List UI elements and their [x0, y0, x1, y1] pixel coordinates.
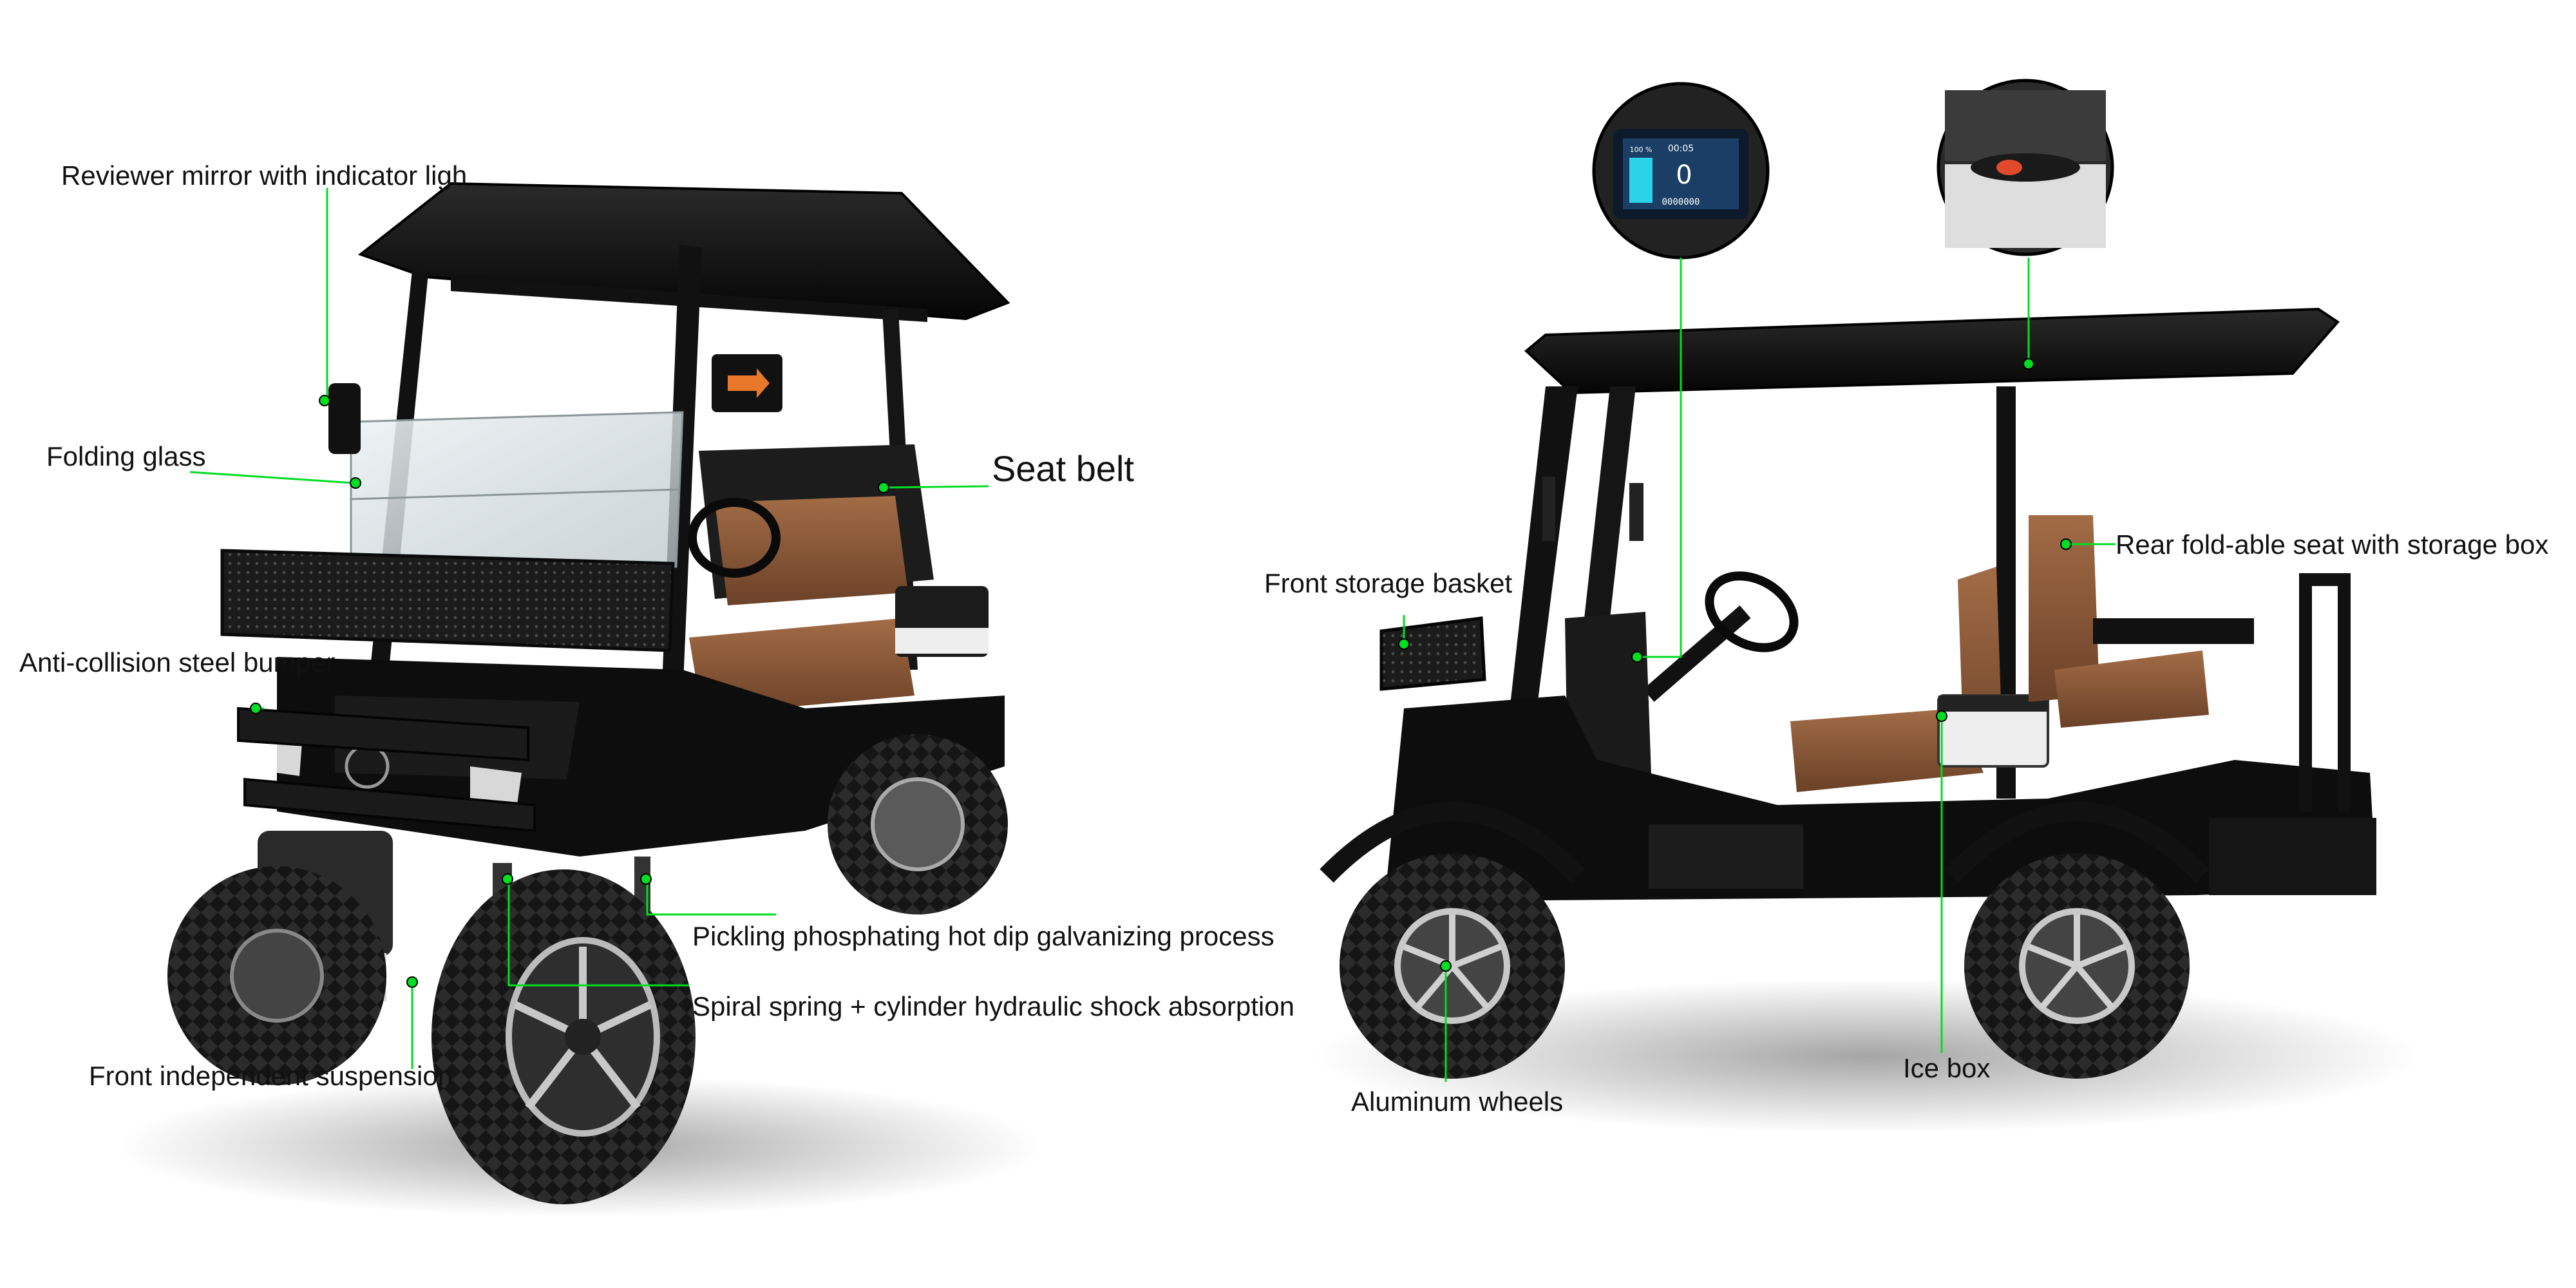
- label-front-suspension: Front independent suspension: [89, 1061, 453, 1091]
- label-folding-glass: Folding glass: [46, 441, 206, 471]
- display-odometer: 0000000: [1662, 197, 1700, 207]
- folding-glass-panel: [350, 411, 684, 581]
- label-pickling: Pickling phosphating hot dip galvanizing…: [692, 921, 1274, 951]
- display-inset: 00:05 0 100 % 0000000: [1592, 82, 1770, 260]
- label-bumper: Anti-collision steel bumper: [19, 647, 336, 677]
- label-rear-seat: Rear fold-able seat with storage box: [2116, 529, 2549, 560]
- label-front-basket: Front storage basket: [1264, 568, 1513, 598]
- display-time: 00:05: [1668, 144, 1694, 154]
- display-battery: 100 %: [1630, 146, 1653, 154]
- rear-seat: [2029, 515, 2099, 702]
- label-seat-belt: Seat belt: [992, 448, 1135, 489]
- display-speed: 0: [1676, 160, 1692, 190]
- callout-lines: [189, 188, 2116, 1082]
- side-view-cart: [1314, 307, 2421, 1133]
- callout-dots: [250, 358, 2072, 988]
- front-view-cart: [116, 182, 1043, 1217]
- front-basket: [220, 549, 675, 652]
- label-ice-box: Ice box: [1903, 1053, 1991, 1083]
- label-aluminum-wheels: Aluminum wheels: [1351, 1086, 1564, 1117]
- left-mirror: [328, 383, 361, 454]
- side-front-basket: [1379, 616, 1486, 691]
- label-mirror: Reviewer mirror with indicator ligh: [61, 160, 468, 191]
- label-spring: Spiral spring + cylinder hydraulic shock…: [692, 991, 1294, 1021]
- front-bumper: [237, 706, 536, 833]
- brake-light-inset: [1937, 79, 2114, 256]
